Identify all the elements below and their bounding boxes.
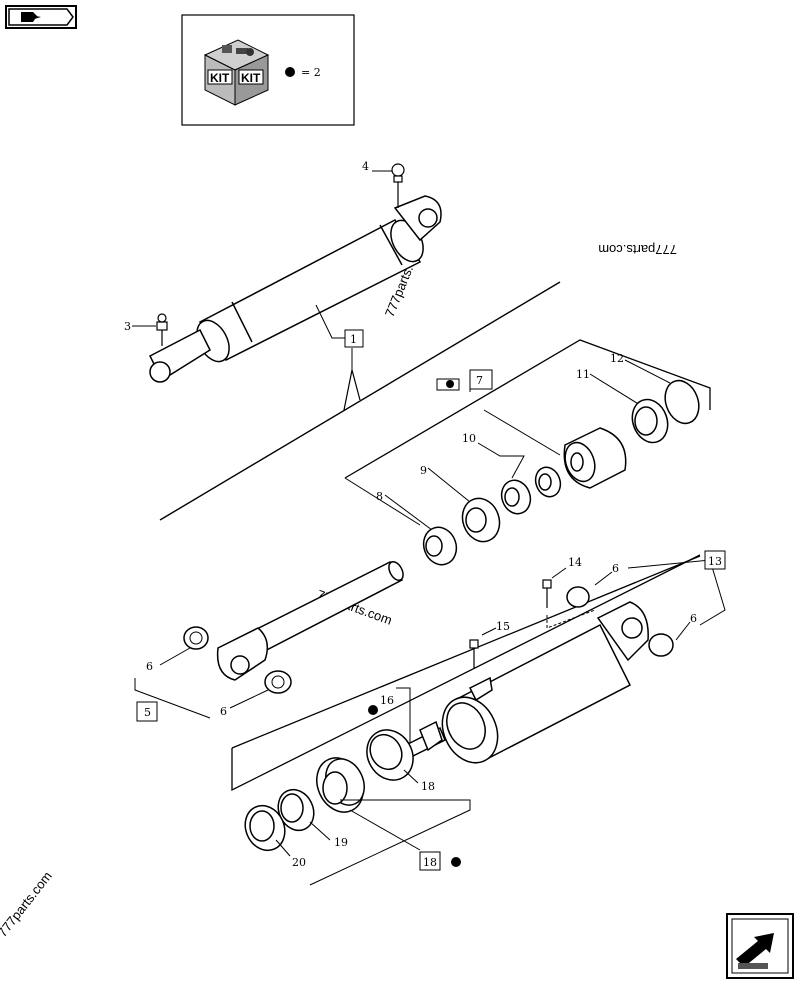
callout-4: 4 bbox=[362, 160, 369, 173]
callout-13: 13 bbox=[708, 555, 722, 568]
kit-dot-icon bbox=[285, 67, 295, 77]
kit-label-left: KIT bbox=[210, 71, 230, 85]
arrow-next-icon bbox=[731, 918, 789, 974]
bolt bbox=[469, 579, 552, 668]
callout-19: 19 bbox=[334, 836, 348, 849]
prev-page-button[interactable] bbox=[5, 5, 77, 29]
watermark: 777parts.com bbox=[0, 869, 55, 940]
callout-14: 14 bbox=[568, 556, 582, 569]
callout-3: 3 bbox=[124, 320, 131, 333]
kit-legend: KIT KIT = 2 bbox=[181, 14, 355, 126]
callout-6b: 6 bbox=[220, 705, 227, 718]
bushing bbox=[566, 586, 590, 608]
assembled-cylinder bbox=[148, 195, 442, 383]
bushing bbox=[648, 633, 674, 657]
grease-fitting-bottom bbox=[156, 313, 168, 346]
callout-18a: 18 bbox=[421, 780, 435, 793]
watermark: 777parts.com bbox=[598, 242, 677, 257]
kit-equals-text: = 2 bbox=[301, 66, 321, 79]
callout-7: 7 bbox=[476, 374, 483, 387]
piston-rod bbox=[216, 560, 404, 681]
kit-label-right: KIT bbox=[241, 71, 261, 85]
callout-6c: 6 bbox=[612, 562, 619, 575]
kit-box-icon: KIT KIT bbox=[203, 39, 270, 106]
callout-16: 16 bbox=[380, 694, 394, 707]
callout-18b: 18 bbox=[423, 856, 437, 869]
callout-8: 8 bbox=[376, 490, 383, 503]
gland-parts bbox=[244, 720, 446, 852]
callout-6d: 6 bbox=[690, 612, 697, 625]
callout-11: 11 bbox=[576, 368, 590, 381]
callout-6a: 6 bbox=[146, 660, 153, 673]
arrow-prev-icon bbox=[8, 8, 74, 26]
callout-1: 1 bbox=[350, 333, 357, 346]
callout-5: 5 bbox=[144, 706, 151, 719]
next-page-button[interactable] bbox=[726, 913, 794, 979]
callout-9: 9 bbox=[420, 464, 427, 477]
grease-fitting-top bbox=[391, 163, 405, 208]
callout-12: 12 bbox=[610, 352, 624, 365]
cylinder-barrel bbox=[441, 601, 649, 764]
callout-10: 10 bbox=[462, 432, 476, 445]
callout-15: 15 bbox=[496, 620, 510, 633]
piston-parts bbox=[422, 379, 700, 566]
callout-20: 20 bbox=[292, 856, 306, 869]
